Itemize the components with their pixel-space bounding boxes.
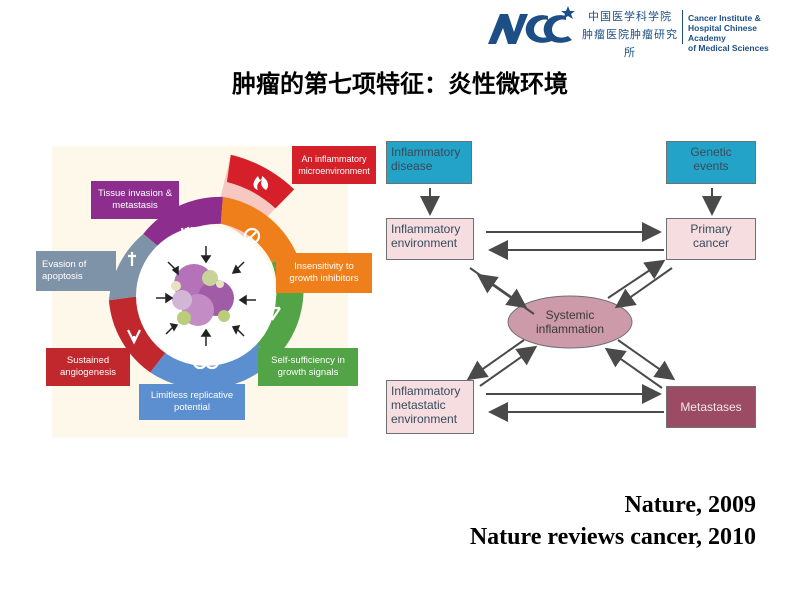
citation-nature-2009: Nature, 2009 xyxy=(624,492,756,518)
slide-title: 肿瘤的第七项特征：炎性微环境 xyxy=(232,70,568,98)
institution-logo: 中国医学科学院 肿瘤医院肿瘤研究所 Cancer Institute & Hos… xyxy=(486,4,796,59)
label-limitless-replicative: Limitless replicative potential xyxy=(139,384,245,420)
growth-signal-icon xyxy=(270,306,281,321)
evasion-segment xyxy=(108,234,163,301)
invasion-segment xyxy=(143,196,223,250)
logo-cn-line2: 肿瘤医院肿瘤研究所 xyxy=(582,28,678,59)
center-arrows xyxy=(156,246,256,346)
tumor-cells-icon xyxy=(171,264,234,326)
systemic-inflammation-ellipse xyxy=(507,295,633,349)
inflammatory-segment xyxy=(226,154,295,209)
logo-en-line2: Hospital Chinese Academy xyxy=(688,23,757,43)
logo-divider xyxy=(682,10,683,44)
box-inflammatory-disease: Inflammatory disease xyxy=(386,141,472,184)
box-genetic-events: Genetic events xyxy=(666,141,756,184)
label-insensitivity: Insensitivity to growth inhibitors xyxy=(276,253,372,293)
label-inflammatory-microenvironment: An inflammatory microenvironment xyxy=(292,146,376,184)
logo-en-line1: Cancer Institute & xyxy=(688,13,761,23)
logo-cn-line1: 中国医学科学院 xyxy=(588,10,672,23)
inflammatory-flame-icon xyxy=(253,176,269,190)
label-evasion-apoptosis: Evasion of apoptosis xyxy=(36,251,116,291)
box-primary-cancer: Primary cancer xyxy=(666,218,756,260)
nkc-logo-mark xyxy=(488,6,575,44)
label-self-sufficiency: Self-sufficiency in growth signals xyxy=(258,348,358,386)
insensitivity-no-icon xyxy=(243,227,261,245)
infinity-icon xyxy=(192,354,220,370)
label-sustained-angiogenesis: Sustained angiogenesis xyxy=(46,348,130,386)
invasion-teeth-icon xyxy=(180,226,200,239)
hallmarks-wheel xyxy=(108,154,304,389)
flow-arrows xyxy=(420,188,722,422)
citation-nature-reviews-cancer-2010: Nature reviews cancer, 2010 xyxy=(469,524,756,550)
box-inflammatory-metastatic-environment: Inflammatory metastatic environment xyxy=(386,380,474,434)
label-tissue-invasion: Tissue invasion & metastasis xyxy=(91,181,179,219)
box-inflammatory-environment: Inflammatory environment xyxy=(386,218,474,260)
systemic-inflammation-label: Systemic inflammation xyxy=(535,308,605,336)
logo-chinese-name: 中国医学科学院 肿瘤医院肿瘤研究所 xyxy=(582,8,678,62)
logo-en-line3: of Medical Sciences xyxy=(688,43,769,53)
segment-icons xyxy=(127,226,281,370)
evasion-cross-icon xyxy=(128,252,136,266)
insensitivity-segment xyxy=(220,196,297,263)
logo-english-name: Cancer Institute & Hospital Chinese Acad… xyxy=(688,13,796,53)
box-metastases: Metastases xyxy=(666,386,756,428)
angiogenesis-icon xyxy=(127,329,141,345)
